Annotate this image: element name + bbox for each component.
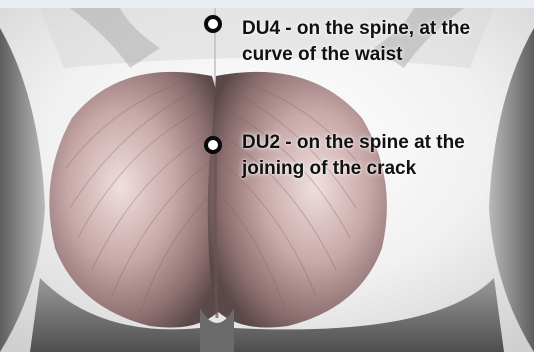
du2-point-marker <box>204 136 222 154</box>
du4-point-marker <box>204 15 222 33</box>
du2-point-label: DU2 - on the spine at the joining of the… <box>242 130 465 182</box>
du4-point-label: DU4 - on the spine, at the curve of the … <box>242 16 470 68</box>
